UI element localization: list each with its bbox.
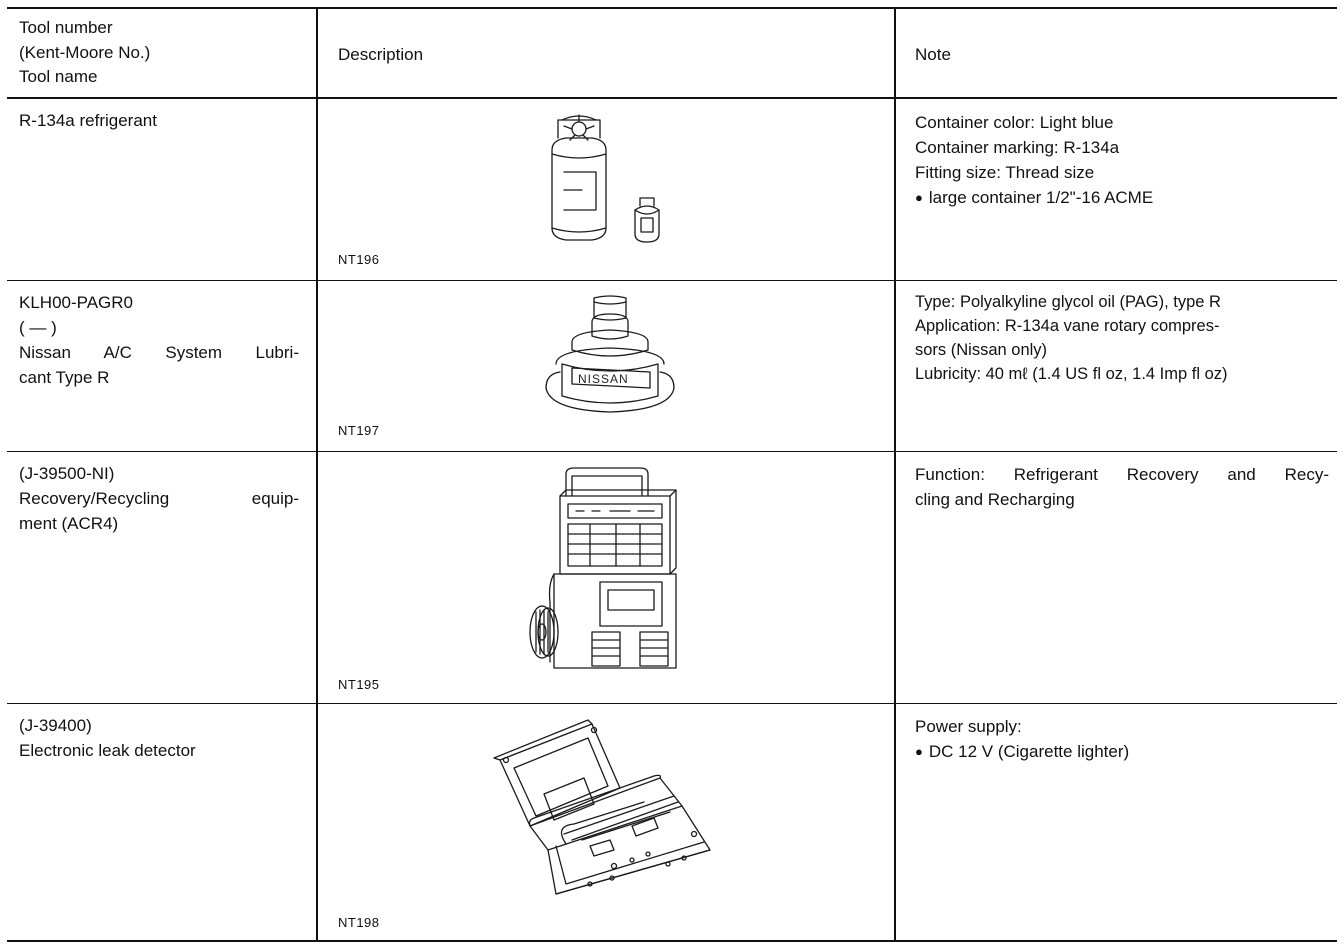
note-line: cling and Recharging [915,490,1075,509]
note-line: Container color: Light blue [915,113,1114,132]
header-note: Note [915,45,951,64]
note-cell: Container color: Light blue Container ma… [915,110,1153,211]
header-kent-moore-no: (Kent-Moore No.) [19,42,151,62]
figure-code: NT197 [338,423,380,438]
note-cell: Function: Refrigerant Recovery and Recy-… [915,462,1329,512]
note-line: Fitting size: Thread size [915,163,1095,182]
lubricant-label: NISSAN [578,372,629,386]
leak-detector-case-icon [493,719,711,895]
note-bullet: DC 12 V (Cigarette lighter) [915,739,1129,765]
note-line: Type: Polyalkyline glycol oil (PAG), typ… [915,293,1221,311]
tool-name: Nissan A/C System Lubri- [19,343,299,362]
row-divider [7,280,1337,281]
header-divider [7,97,1337,99]
tool-name: Recovery/Recycling equip- [19,489,299,508]
note-line: Container marking: R-134a [915,138,1120,157]
row-divider [7,451,1337,452]
tool-name: cant Type R [19,368,110,387]
tool-number: (J-39400) [19,716,92,735]
figure-code: NT195 [338,677,380,692]
tool-cell: (J-39500-NI) Recovery/Recycling equip- m… [19,461,299,536]
tool-name: ment (ACR4) [19,514,119,533]
figure-code: NT198 [338,915,380,930]
note-cell: Type: Polyalkyline glycol oil (PAG), typ… [915,290,1228,386]
header-tool-name: Tool name [19,67,98,86]
note-cell: Power supply: DC 12 V (Cigarette lighter… [915,714,1129,765]
kent-moore-no: ( — ) [19,318,57,337]
column-divider [316,7,318,942]
note-line: Application: R-134a vane rotary compres- [915,317,1220,335]
header-description: Description [338,45,424,64]
refrigerant-container-icon [551,114,660,243]
tool-name: Electronic leak detector [19,741,196,760]
note-bullet: large container 1/2"-16 ACME [915,185,1153,211]
table-bottom-border [7,940,1337,942]
tool-number: (J-39500-NI) [19,464,115,483]
note-line: sors (Nissan only) [915,341,1048,359]
header-tool-number: Tool number [19,18,113,37]
figure-code: NT196 [338,252,380,267]
tool-cell: KLH00-PAGR0 ( — ) Nissan A/C System Lubr… [19,290,299,390]
column-divider [894,7,896,942]
tool-number: KLH00-PAGR0 [19,293,134,312]
header-tool-column: Tool number (Kent-Moore No.) Tool name [19,16,150,90]
tool-name: R-134a refrigerant [19,111,157,130]
note-line: Power supply: [915,717,1022,736]
row-divider [7,703,1337,704]
note-line: Function: Refrigerant Recovery and Recy- [915,465,1329,484]
table-top-border [7,7,1337,9]
tool-cell: (J-39400) Electronic leak detector [19,713,299,763]
note-line: Lubricity: 40 mℓ (1.4 US fl oz, 1.4 Imp … [915,365,1228,383]
recovery-machine-icon [529,467,677,669]
tool-cell: R-134a refrigerant [19,108,299,133]
lubricant-bottle-icon: NISSAN [545,295,675,413]
